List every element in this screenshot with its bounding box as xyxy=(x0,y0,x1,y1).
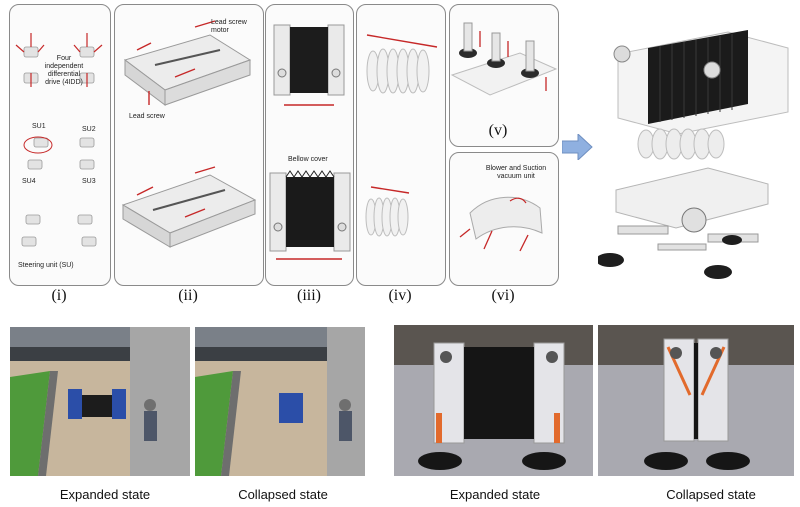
panel-vi: Blower and Suction vacuum unit xyxy=(449,152,559,286)
numeral-ii: (ii) xyxy=(178,287,198,304)
panel-ii: Lead screw motor Lead screw xyxy=(114,4,264,286)
su1-highlight xyxy=(23,136,53,154)
lead-screw-label: Lead screw xyxy=(129,113,165,120)
four-idd-label: Four independent differential drive (4ID… xyxy=(44,55,84,86)
su2-label: SU2 xyxy=(82,126,96,133)
numeral-iii: (iii) xyxy=(297,287,321,304)
bellow-cover-label: Bellow cover xyxy=(288,156,328,163)
numeral-v: (v) xyxy=(488,122,508,139)
drive-units-illustration xyxy=(15,33,103,247)
numeral-i: (i) xyxy=(51,287,67,304)
sim-expanded-caption: Expanded state xyxy=(59,487,151,502)
sim-collapsed-image xyxy=(195,327,365,476)
panel-v xyxy=(449,4,559,147)
steering-unit-label: Steering unit (SU) xyxy=(18,262,74,269)
bellow-illustration xyxy=(365,34,438,237)
sim-collapsed-caption: Collapsed state xyxy=(238,487,328,502)
su4-label: SU4 xyxy=(22,178,36,185)
lead-screw-frames xyxy=(121,20,257,248)
lead-screw-motor-label: Lead screw motor xyxy=(211,19,247,34)
bellow-cover-illustration xyxy=(269,24,351,260)
right-arrow-icon xyxy=(562,134,593,160)
panel-i: Four independent differential drive (4ID… xyxy=(9,4,111,286)
panel-iii: Bellow cover xyxy=(265,4,354,286)
blower-unit-illustration xyxy=(459,196,543,252)
real-expanded-photo xyxy=(394,325,593,476)
numeral-iv: (iv) xyxy=(388,287,412,304)
exploded-robot-render xyxy=(598,8,796,291)
real-expanded-caption: Expanded state xyxy=(449,487,541,502)
numeral-vi: (vi) xyxy=(491,287,515,304)
suction-cups-illustration xyxy=(450,22,558,96)
panel-iv xyxy=(356,4,446,286)
sim-expanded-image xyxy=(10,327,190,476)
real-collapsed-photo xyxy=(598,325,794,476)
real-collapsed-caption: Collapsed state xyxy=(666,487,756,502)
blower-suction-label: Blower and Suction vacuum unit xyxy=(485,165,547,180)
su3-label: SU3 xyxy=(82,178,96,185)
su1-label: SU1 xyxy=(32,123,46,130)
